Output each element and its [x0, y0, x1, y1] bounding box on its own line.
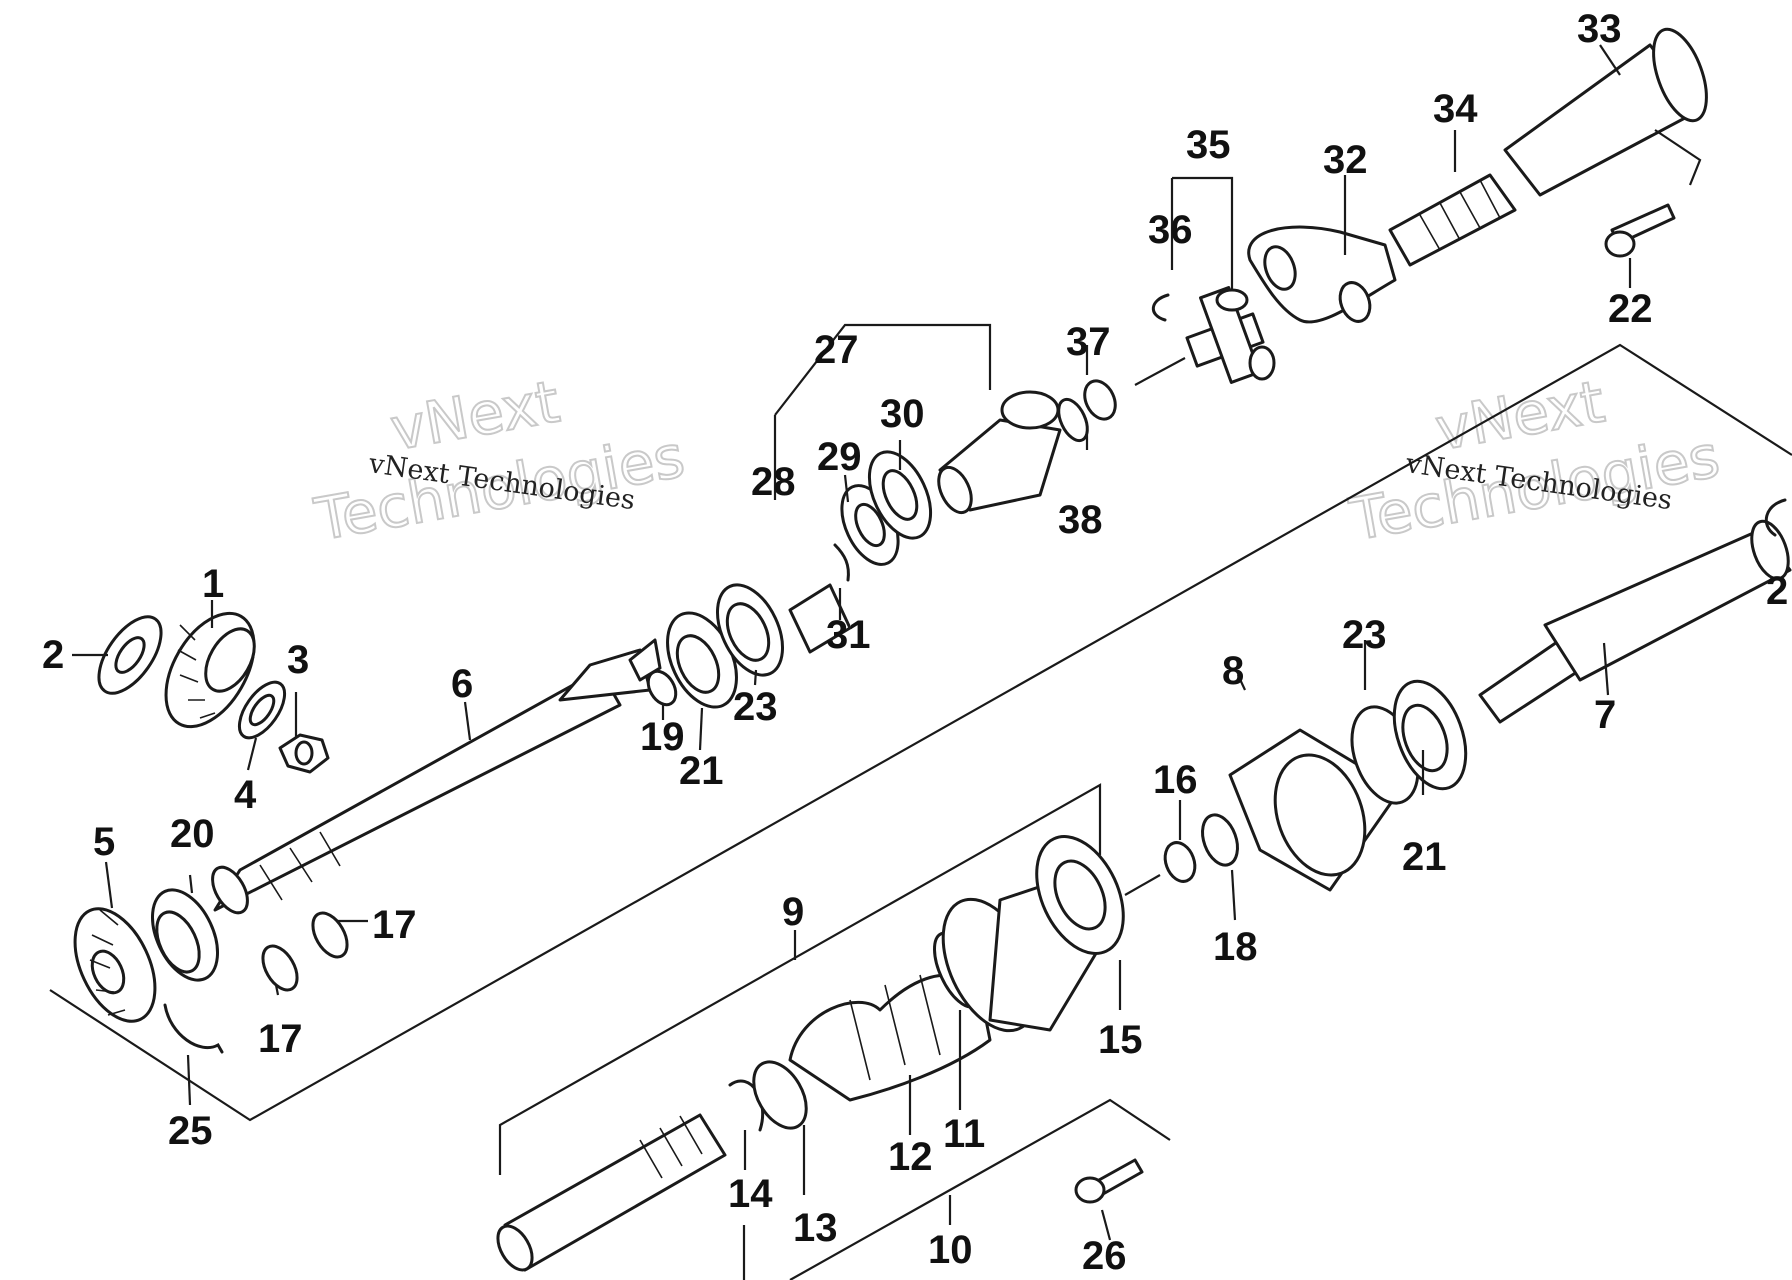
leader-15-16	[1124, 874, 1161, 896]
washer-18	[1201, 813, 1239, 867]
bolt-26	[1074, 1158, 1144, 1204]
snap-ring-right	[1764, 498, 1787, 537]
label-13: 13	[793, 1206, 838, 1250]
label-12: 12	[888, 1135, 933, 1179]
label-36: 36	[1148, 208, 1193, 252]
label-33: 33	[1577, 7, 1622, 51]
snap-ring-17b	[311, 911, 349, 959]
label-37: 37	[1066, 320, 1111, 364]
nut-16	[1163, 841, 1197, 883]
boot-34	[1388, 173, 1517, 267]
label-26: 26	[1082, 1234, 1127, 1278]
washer-38	[1057, 397, 1089, 443]
label-23b: 23	[1342, 613, 1387, 657]
label-20: 20	[170, 812, 215, 856]
washer-19	[646, 669, 678, 707]
bolt-22	[1604, 203, 1676, 258]
label-10: 10	[928, 1228, 973, 1272]
cv-boot-12	[788, 973, 992, 1102]
label-3: 3	[287, 638, 309, 682]
shaft-33	[1503, 27, 1708, 197]
label-18: 18	[1213, 925, 1258, 969]
group-bracket-main	[49, 343, 1792, 1122]
label-16: 16	[1153, 758, 1198, 802]
label-32: 32	[1323, 138, 1368, 182]
boot-band-13	[752, 1060, 808, 1130]
dust-shield-30	[867, 450, 933, 540]
watermark-left: vNext Technologies vNext Technologies	[309, 366, 691, 555]
part-labels: 1 2 3 4 5 6 7 8 9 10 11 12 13 14 15 16 1…	[42, 7, 1788, 1278]
label-5: 5	[93, 820, 115, 864]
snap-ring-31	[833, 543, 850, 582]
label-17a: 17	[372, 903, 417, 947]
universal-joint-spider-35	[1185, 286, 1276, 384]
label-7: 7	[1594, 693, 1616, 737]
label-22: 22	[1608, 287, 1653, 331]
label-14: 14	[728, 1172, 773, 1216]
leader-lines	[72, 44, 1632, 1241]
leader-22	[1654, 129, 1702, 186]
label-29: 29	[817, 435, 862, 479]
label-28: 28	[751, 460, 796, 504]
label-35: 35	[1186, 123, 1231, 167]
label-19: 19	[640, 715, 685, 759]
side-gear-1	[164, 611, 256, 729]
leader-37-35	[1134, 357, 1186, 386]
pinion-gear-5	[73, 907, 157, 1023]
label-27: 27	[814, 328, 859, 372]
drive-shaft-6	[211, 638, 662, 915]
group-bracket-10	[789, 1098, 1171, 1280]
label-2-right: 2	[1766, 569, 1788, 613]
label-30: 30	[880, 392, 925, 436]
snap-ring-17a	[261, 944, 299, 992]
label-25: 25	[168, 1109, 213, 1153]
watermark-right: vNext Technologies vNext Technologies	[1344, 366, 1726, 555]
label-8: 8	[1222, 649, 1244, 693]
label-17b: 17	[258, 1017, 303, 1061]
nut-37	[1083, 379, 1117, 421]
label-23a: 23	[733, 685, 778, 729]
snap-ring-25	[163, 1003, 224, 1054]
label-38: 38	[1058, 498, 1103, 542]
lower-shaft	[496, 1113, 727, 1272]
label-2: 2	[42, 633, 64, 677]
label-9: 9	[782, 890, 804, 934]
snap-ring-36	[1151, 293, 1170, 322]
label-21b: 21	[1402, 835, 1447, 879]
bearing-21-right	[1392, 679, 1468, 791]
bearing-20	[151, 888, 219, 982]
label-15: 15	[1098, 1018, 1143, 1062]
cv-joint-housing-15	[941, 835, 1125, 1033]
output-shaft-7	[1478, 519, 1792, 724]
spacer-28	[788, 583, 852, 654]
label-1: 1	[202, 562, 224, 606]
group-bracket-9	[498, 783, 1102, 1175]
label-6: 6	[451, 662, 473, 706]
washer-4	[237, 680, 287, 740]
slip-yoke-32	[1247, 225, 1397, 324]
nut-3	[278, 733, 330, 774]
bearing-race-23-left	[716, 583, 784, 677]
label-34: 34	[1433, 87, 1478, 131]
label-31: 31	[826, 613, 871, 657]
label-4: 4	[234, 773, 257, 817]
flange-yoke-27	[937, 390, 1062, 515]
washer-2	[97, 615, 163, 695]
label-21a: 21	[679, 749, 724, 793]
label-11: 11	[943, 1112, 985, 1156]
